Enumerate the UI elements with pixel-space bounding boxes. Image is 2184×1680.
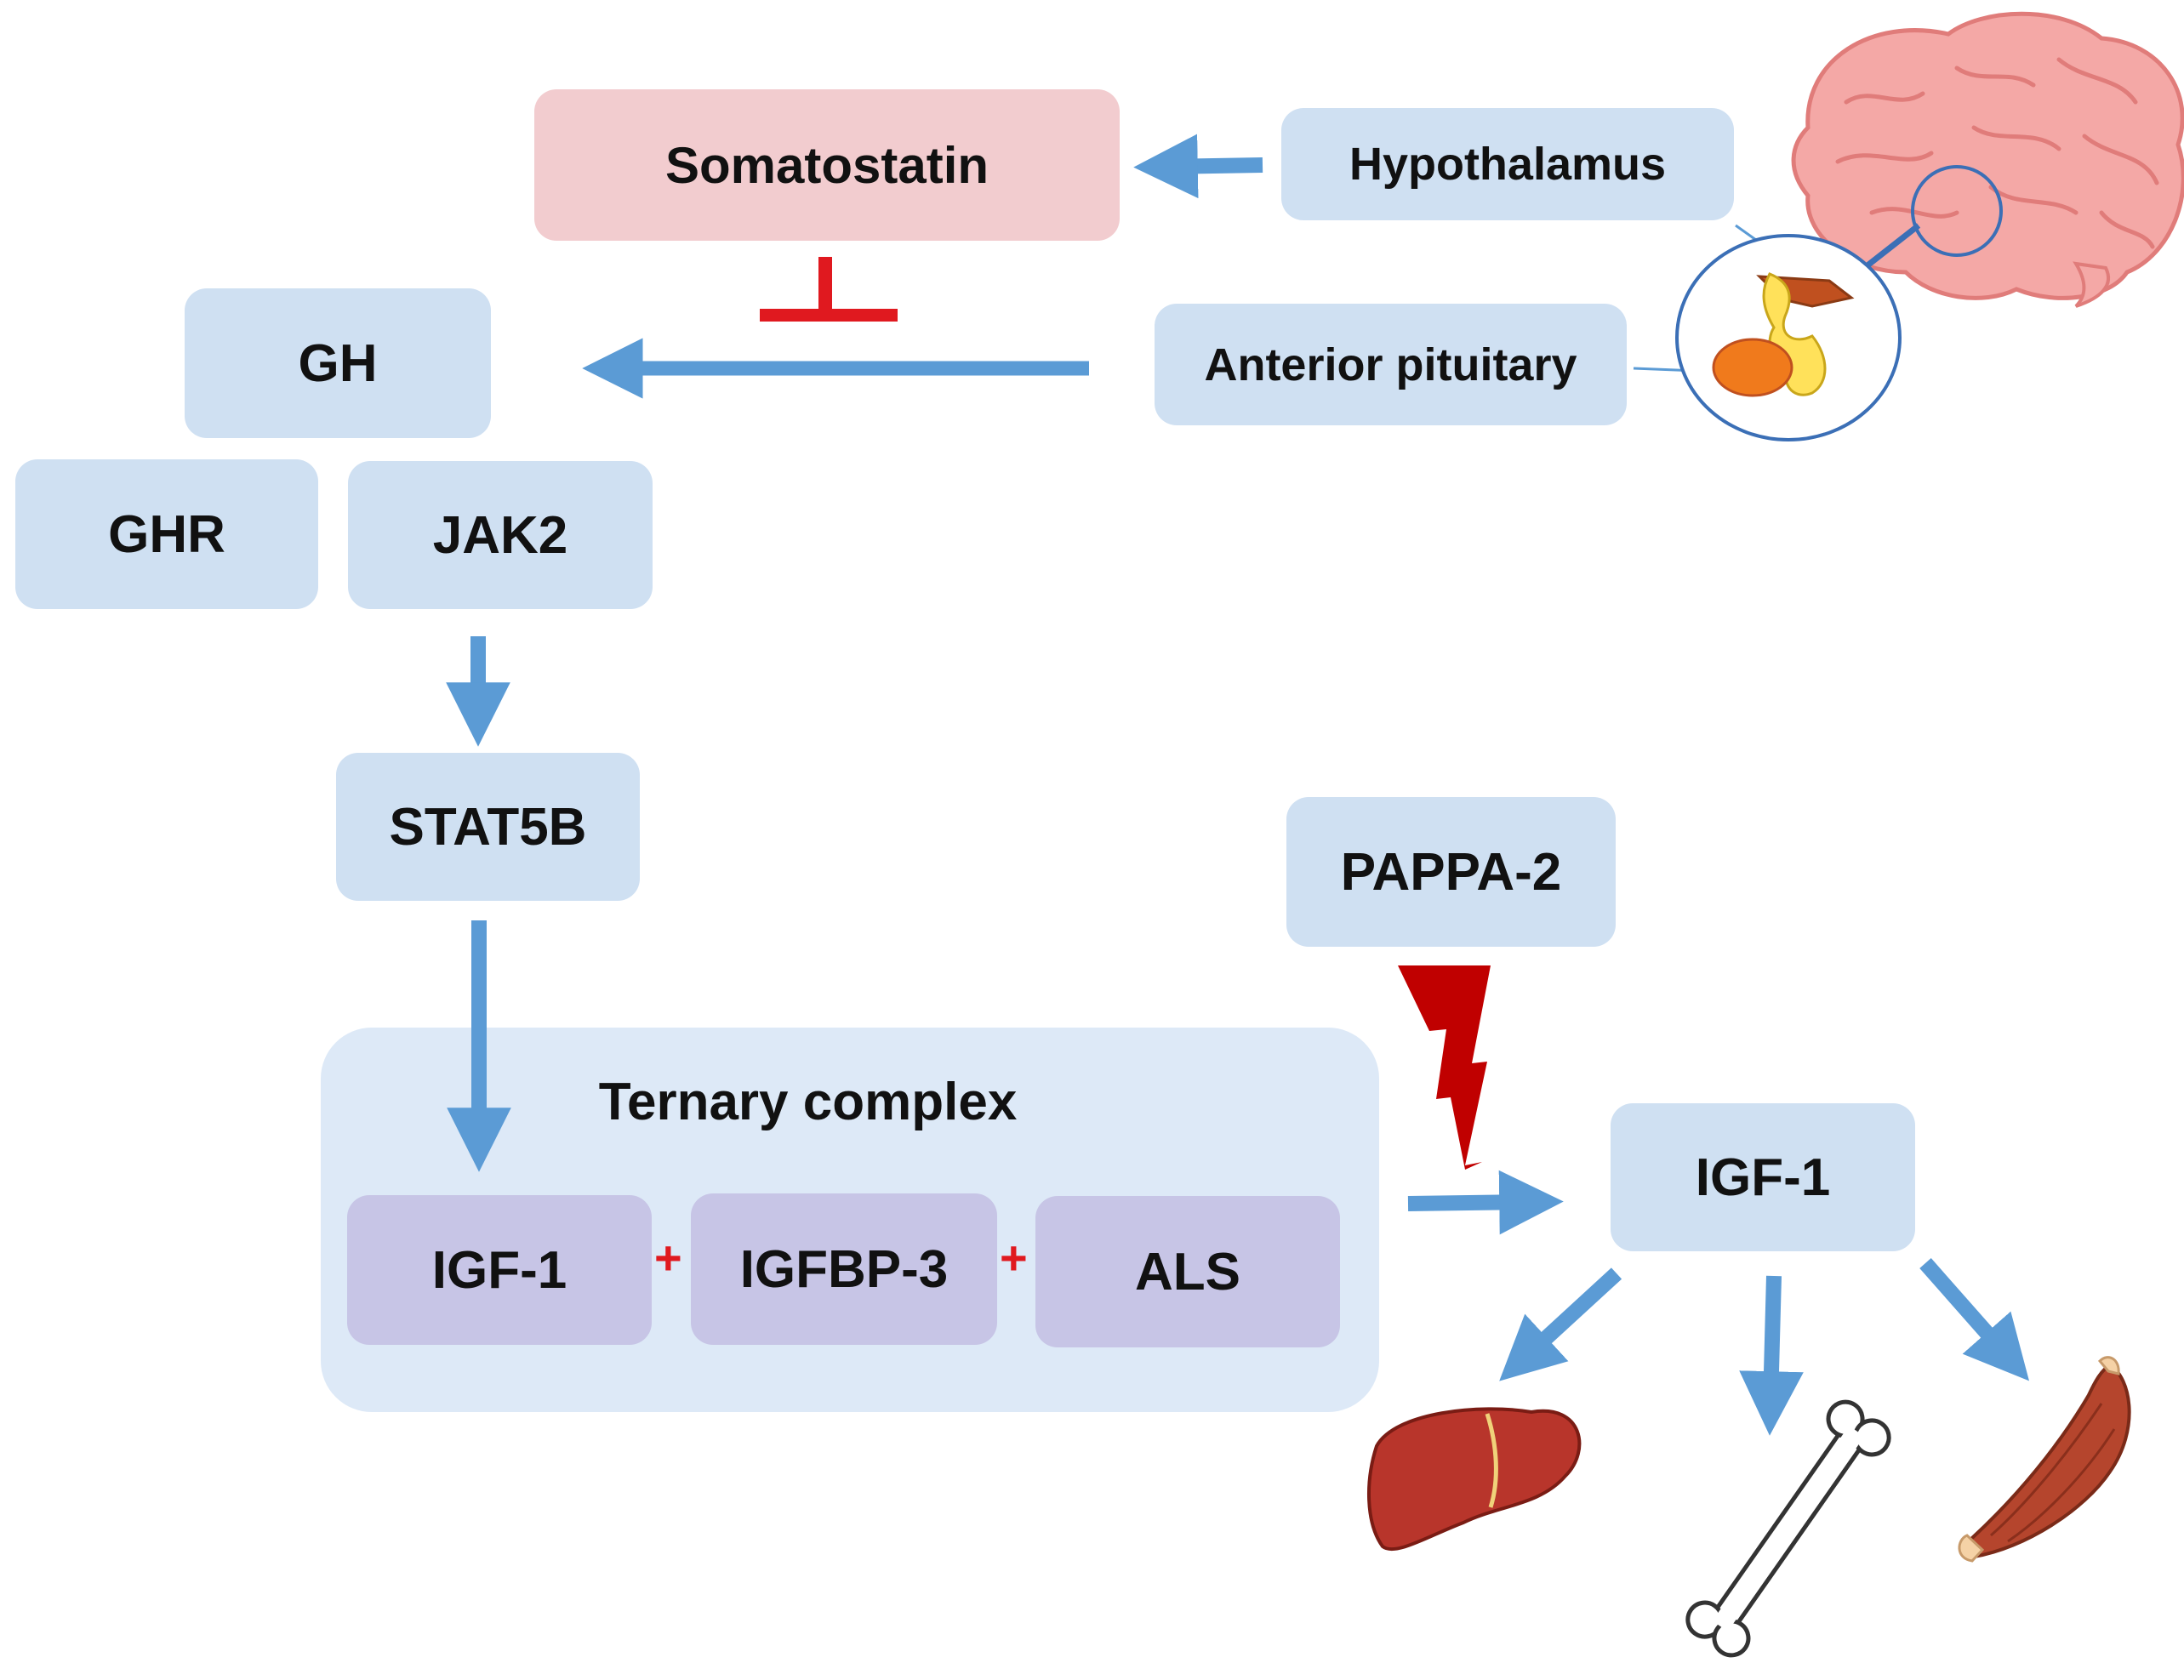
complex-als-label: ALS	[1135, 1242, 1240, 1301]
complex-als-box: ALS	[1035, 1196, 1340, 1347]
complex-igf1-label: IGF-1	[431, 1240, 567, 1300]
brain-inset-connector	[1865, 223, 1921, 268]
anterior-pituitary-label: Anterior pituitary	[1204, 339, 1577, 390]
pappa2-label: PAPPA-2	[1340, 842, 1562, 902]
plus-sign-1: +	[654, 1231, 682, 1284]
bone-icon	[1685, 1399, 1891, 1658]
arrow-hypothalamus-to-somatostatin	[1133, 134, 1263, 199]
pappa2-box: PAPPA-2	[1286, 797, 1616, 947]
somatostatin-box: Somatostatin	[534, 89, 1120, 241]
complex-igfbp3-label: IGFBP-3	[739, 1239, 949, 1299]
inhibition-t-bar-icon	[760, 257, 898, 322]
ternary-complex-title: Ternary complex	[598, 1073, 1018, 1131]
anterior-pituitary-box: Anterior pituitary	[1155, 304, 1627, 425]
arrow-igf1-to-bone	[1739, 1275, 1804, 1436]
jak2-box: JAK2	[348, 461, 653, 609]
complex-igf1-box: IGF-1	[347, 1195, 652, 1345]
stat5b-box: STAT5B	[336, 753, 640, 901]
liver-icon	[1367, 1407, 1582, 1552]
complex-igfbp3-box: IGFBP-3	[691, 1193, 997, 1345]
stat5b-label: STAT5B	[389, 797, 587, 857]
igf1-free-label: IGF-1	[1695, 1148, 1831, 1207]
pituitary-gland-icon	[1675, 234, 1902, 441]
lightning-bolt-icon	[1398, 965, 1491, 1170]
igf1-free-box: IGF-1	[1611, 1103, 1915, 1251]
brain-icon	[1791, 11, 2184, 308]
somatostatin-label: Somatostatin	[664, 136, 989, 194]
gh-box: GH	[185, 288, 491, 438]
hypothalamus-label: Hypothalamus	[1349, 139, 1667, 190]
gh-label: GH	[298, 333, 378, 393]
hypothalamus-box: Hypothalamus	[1281, 108, 1734, 220]
muscle-icon	[1958, 1356, 2131, 1563]
arrow-igf1-to-muscle	[1919, 1258, 2030, 1381]
arrow-complex-to-igf1	[1407, 1170, 1564, 1235]
arrow-igf1-to-liver	[1499, 1267, 1622, 1381]
plus-sign-2: +	[1000, 1231, 1028, 1284]
ghr-label: GHR	[108, 504, 225, 564]
jak2-label: JAK2	[432, 505, 568, 565]
ghr-box: GHR	[15, 459, 318, 609]
